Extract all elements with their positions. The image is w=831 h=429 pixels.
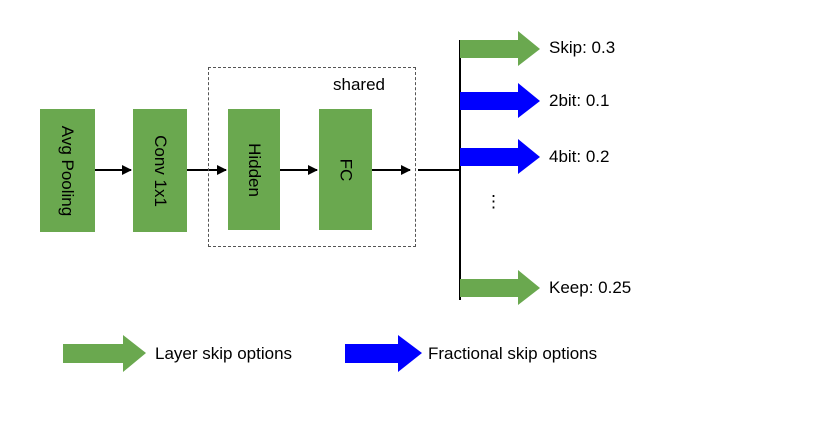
avg-pooling-label: Avg Pooling — [58, 125, 78, 216]
output-arrow-skip — [460, 31, 540, 66]
output-label-2bit: 2bit: 0.1 — [549, 91, 610, 110]
avg-pooling-block: Avg Pooling — [40, 109, 95, 232]
shared-label: shared — [333, 75, 385, 94]
legend-fractional-arrow — [345, 335, 422, 372]
conv-block: Conv 1x1 — [133, 109, 187, 232]
output-arrow-2bit — [460, 83, 540, 118]
hidden-block: Hidden — [228, 109, 280, 230]
fc-block: FC — [319, 109, 372, 230]
output-arrow-keep — [460, 270, 540, 305]
legend-fractional-label: Fractional skip options — [428, 344, 598, 363]
output-ellipsis: ⋮ — [485, 192, 502, 211]
output-arrow-4bit — [460, 139, 540, 174]
output-label-skip: Skip: 0.3 — [549, 38, 616, 57]
conv-label: Conv 1x1 — [151, 134, 171, 207]
legend-layer-arrow — [63, 335, 146, 372]
legend-layer-label: Layer skip options — [155, 344, 293, 363]
shared-group-box — [208, 67, 416, 247]
output-label-keep: Keep: 0.25 — [549, 278, 632, 297]
output-label-4bit: 4bit: 0.2 — [549, 147, 610, 166]
